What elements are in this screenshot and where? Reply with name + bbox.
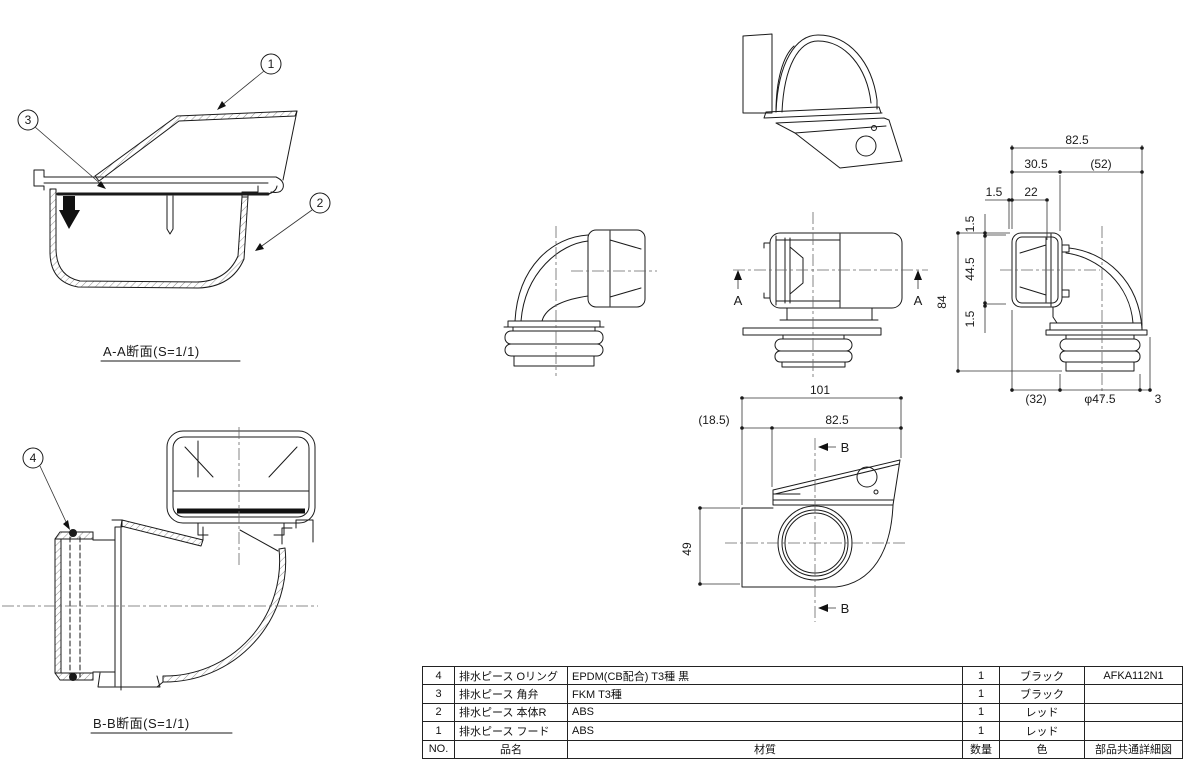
view-isometric-hood <box>742 33 903 169</box>
hood-pin <box>873 489 879 495</box>
table-row-part-4: 4 排水ピース Oリング EPDM(CB配合) T3種 黒 1 ブラック AFK… <box>422 665 1183 686</box>
dim-overall-width: 82.5 <box>1065 133 1089 147</box>
table-header-no: NO. <box>422 739 455 759</box>
dim-lip-top: 1.5 <box>963 215 977 232</box>
callout-1-number: 1 <box>268 57 275 71</box>
table-header-qty: 数量 <box>962 739 1000 759</box>
callout-balloon-4: 4 <box>22 447 70 530</box>
section-cut-b-marks: B B <box>814 438 850 622</box>
table-cell-no: 4 <box>422 665 455 686</box>
table-cell-no: 3 <box>422 684 455 704</box>
dim-body-width: (52) <box>1090 157 1111 171</box>
callout-3-number: 3 <box>25 113 32 127</box>
callout-4-number: 4 <box>30 451 37 465</box>
table-cell-material: FKM T3種 <box>567 684 963 704</box>
table-header-color: 色 <box>999 739 1085 759</box>
table-cell-no: 2 <box>422 702 455 723</box>
bb-section-label: B-B断面(S=1/1) <box>93 716 190 731</box>
table-cell-name: 排水ピース フード <box>454 721 568 741</box>
callout-balloon-1: 1 <box>217 53 282 110</box>
dim-body-height: 49 <box>680 542 694 556</box>
table-cell-qty: 1 <box>962 665 1000 686</box>
table-header-material: 材質 <box>567 739 963 759</box>
table-header-name: 品名 <box>454 739 568 759</box>
dim-left-offset: (18.5) <box>698 413 729 427</box>
table-row-part-1: 1 排水ピース フード ABS 1 レッド <box>422 721 1183 741</box>
dims-right-view: 82.5 30.5 (52) 1.5 22 1.5 44.5 1.5 84 (3… <box>935 133 1162 406</box>
dim-hood-width: 82.5 <box>825 413 849 427</box>
dim-hood-offset: 30.5 <box>1024 157 1048 171</box>
table-cell-color: ブラック <box>999 684 1085 704</box>
table-cell-no: 1 <box>422 721 455 741</box>
table-cell-material: ABS <box>567 702 963 723</box>
table-row-part-3: 3 排水ピース 角弁 FKM T3種 1 ブラック <box>422 684 1183 704</box>
flange-pin <box>871 125 877 131</box>
section-letter-b-bottom: B <box>841 601 850 616</box>
callout-balloon-2: 2 <box>255 192 331 251</box>
view-side-elbow <box>503 226 657 376</box>
table-header-row: NO. 品名 材質 数量 色 部品共通詳細図 <box>422 739 1183 759</box>
o-ring-top <box>69 529 77 537</box>
dim-pipe-dia: φ47.5 <box>1084 392 1115 406</box>
callout-2-number: 2 <box>317 196 324 210</box>
section-letter-a-left: A <box>734 293 743 308</box>
table-cell-ref <box>1084 684 1183 704</box>
table-cell-material: EPDM(CB配合) T3種 黒 <box>567 665 963 686</box>
hood-hole <box>856 466 878 488</box>
table-cell-ref <box>1084 721 1183 741</box>
table-row-part-2: 2 排水ピース 本体R ABS 1 レッド <box>422 702 1183 723</box>
socket-pipe <box>54 527 161 691</box>
table-cell-name: 排水ピース 本体R <box>454 702 568 723</box>
table-cell-qty: 1 <box>962 721 1000 741</box>
dim-overall-height: 84 <box>935 295 949 309</box>
table-header-ref: 部品共通詳細図 <box>1084 739 1183 759</box>
dim-endpoint-dots <box>698 396 903 586</box>
flange-hole <box>855 135 877 157</box>
section-cut-a-marks: A A <box>734 270 923 308</box>
table-cell-qty: 1 <box>962 684 1000 704</box>
table-cell-name: 排水ピース Oリング <box>454 665 568 686</box>
view-right-part <box>1000 226 1148 398</box>
view-bb-section: 4 B-B断面(S=1/1) <box>2 427 318 734</box>
dim-overall-width-bottom: 101 <box>810 383 830 397</box>
section-letter-b-top: B <box>841 440 850 455</box>
table-cell-color: レッド <box>999 702 1085 723</box>
aa-section-label: A-A断面(S=1/1) <box>103 344 200 359</box>
dim-endpoint-dots <box>956 146 1152 392</box>
table-cell-color: レッド <box>999 721 1085 741</box>
table-cell-ref <box>1084 702 1183 723</box>
dim-lip-bottom: 1.5 <box>963 310 977 327</box>
table-cell-material: ABS <box>567 721 963 741</box>
parts-table: 4 排水ピース Oリング EPDM(CB配合) T3種 黒 1 ブラック AFK… <box>422 665 1183 759</box>
dim-step: 3 <box>1155 392 1162 406</box>
dim-wall-thk: 1.5 <box>986 185 1003 199</box>
dim-inner-width: 22 <box>1024 185 1038 199</box>
dim-hood-depth: (32) <box>1025 392 1046 406</box>
dim-inner-height: 44.5 <box>963 257 977 281</box>
callout-balloon-3: 3 <box>17 109 106 189</box>
dims-bottom-view: 101 (18.5) 82.5 49 B B <box>680 383 903 622</box>
view-aa-section: 1 3 2 A-A断面(S=1/1) <box>17 53 331 362</box>
table-cell-name: 排水ピース 角弁 <box>454 684 568 704</box>
o-ring-bottom <box>69 673 77 681</box>
table-cell-ref: AFKA112N1 <box>1084 665 1183 686</box>
valve-seal <box>56 185 278 229</box>
table-cell-qty: 1 <box>962 702 1000 723</box>
table-cell-color: ブラック <box>999 665 1085 686</box>
section-letter-a-right: A <box>914 293 923 308</box>
view-front: A A <box>733 212 928 378</box>
